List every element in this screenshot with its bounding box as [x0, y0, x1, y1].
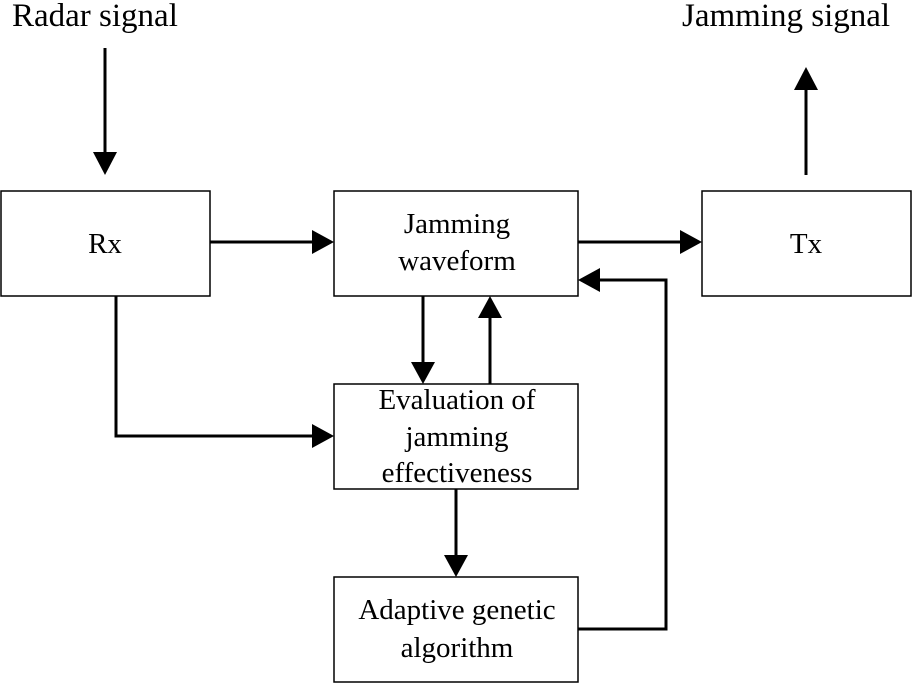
edge-evaluation-to-adaptive-ga: [444, 489, 468, 577]
edge-rx-to-jamming-waveform: [210, 230, 334, 254]
jamming-waveform-label-line-2: waveform: [398, 245, 516, 277]
edge-evaluation-to-jamming-waveform: [478, 296, 502, 384]
edge-jamming-waveform-to-tx: [578, 230, 702, 254]
edge-input-to-rx: [93, 48, 117, 175]
evaluation-label-line-3: effectiveness: [382, 457, 533, 489]
arrowhead: [312, 230, 334, 254]
evaluation-block: Evaluation of jamming effectiveness: [333, 383, 579, 490]
evaluation-label-line-2: jamming: [404, 421, 508, 453]
rx-label: Rx: [88, 228, 122, 260]
arrowhead: [93, 152, 117, 175]
arrowhead: [680, 230, 702, 254]
edge-adaptive-ga-to-jamming-waveform: [578, 268, 668, 631]
jamming-waveform-block: Jamming waveform: [333, 190, 579, 297]
output-caption: Jamming signal: [682, 0, 890, 34]
adaptive-ga-label-line-2: algorithm: [401, 632, 514, 664]
arrowhead: [794, 67, 818, 90]
arrowhead: [312, 424, 334, 448]
tx-block: Tx: [701, 190, 912, 297]
evaluation-label-line-1: Evaluation of: [378, 384, 535, 416]
edge-jamming-waveform-to-evaluation: [411, 296, 435, 384]
input-caption: Radar signal: [12, 0, 178, 34]
jamming-waveform-label-line-1: Jamming: [404, 208, 510, 240]
arrowhead: [478, 296, 502, 318]
arrowhead: [578, 268, 600, 292]
rx-block: Rx: [0, 190, 211, 297]
adaptive-ga-block: Adaptive genetic algorithm: [333, 576, 579, 683]
adaptive-ga-label-line-1: Adaptive genetic: [358, 594, 555, 626]
edge-rx-to-evaluation: [114, 296, 334, 448]
arrowhead: [444, 555, 468, 577]
edge-tx-to-output: [794, 67, 818, 175]
arrowhead: [411, 362, 435, 384]
tx-label: Tx: [790, 228, 823, 260]
